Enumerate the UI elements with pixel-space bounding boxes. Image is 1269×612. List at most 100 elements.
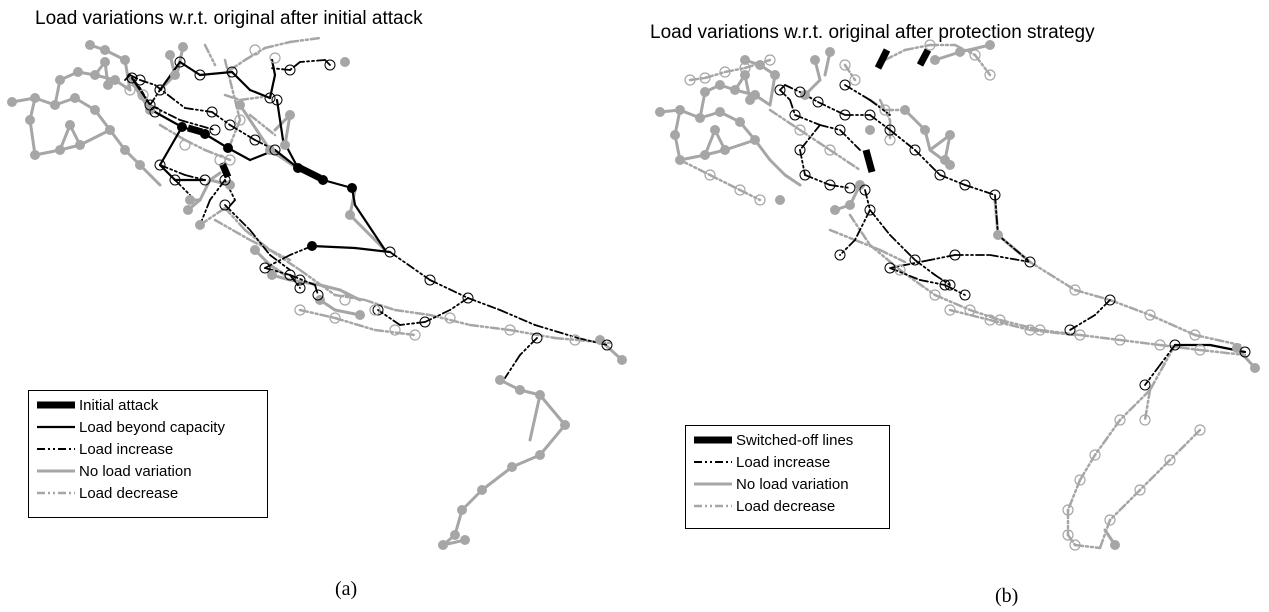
panel-b-decrease-line — [1198, 348, 1247, 357]
panel-a-g2-node — [50, 100, 60, 110]
panel-a-increase-line — [249, 229, 271, 256]
panel-b-increase-line — [1069, 314, 1096, 331]
panel-b-g22-node — [900, 105, 910, 115]
panel-b-increase-line — [939, 174, 966, 186]
panel-a-increase-line — [149, 89, 161, 106]
panel-a-b5-node — [347, 183, 357, 193]
panel-b-og24-node — [1024, 324, 1036, 336]
panel-a-beyond-line — [353, 246, 392, 254]
panel-a-og5-node — [179, 139, 191, 151]
panel-a-increase-line — [467, 297, 501, 311]
panel-b-decrease-line — [1148, 343, 1177, 392]
panel-b-decrease-line — [1108, 298, 1152, 317]
panel-b-novar-line — [768, 73, 777, 107]
panel-a-decrease-line — [288, 36, 322, 44]
panel-a-decrease-line — [298, 268, 337, 297]
panel-b-decrease-line — [768, 108, 802, 132]
panel-a-og2-8-node — [409, 329, 421, 341]
panel-a-og3-node — [249, 44, 261, 56]
panel-b-og17-node — [1154, 339, 1166, 351]
panel-a-beyond-line — [275, 98, 285, 142]
panel-a-g6-node — [55, 145, 65, 155]
panel-a-o8-node — [324, 59, 336, 71]
panel-a-decrease-line — [203, 43, 217, 67]
panel-b-increase-line — [804, 174, 831, 186]
panel-b-decrease-line — [1078, 333, 1122, 342]
panel-b-increase-line — [869, 114, 891, 131]
panel-a-og7-node — [234, 114, 246, 126]
panel-b-decrease-line — [878, 248, 907, 264]
panel-a-increase-line — [264, 267, 291, 276]
panel-b-increase-line — [854, 209, 871, 241]
panel-b-og4-node — [764, 54, 776, 66]
panel-b-increase-line — [839, 129, 861, 151]
panel-a-beyond-line — [248, 88, 272, 100]
panel-b-decrease-line — [1118, 388, 1152, 422]
panel-b-og1-node — [699, 72, 711, 84]
panel-a-o25-node — [601, 339, 613, 351]
panel-b-og19-node — [1069, 284, 1081, 296]
legend-swatch-novar — [694, 482, 732, 486]
panel-b-g11-node — [715, 80, 725, 90]
panel-a-g32-node — [617, 355, 627, 365]
panel-a-decrease-line — [373, 328, 417, 337]
panel-b-g37-node — [855, 180, 865, 190]
panel-a-increase-line — [209, 179, 226, 201]
panel-a-increase-line — [211, 111, 231, 126]
legend-a-item-decrease: Load decrease — [35, 482, 261, 504]
panel-b-g20-node — [825, 47, 835, 57]
panel-b-g29-node — [1250, 363, 1260, 373]
panel-b-og25-node — [1139, 414, 1151, 426]
panel-a-increase-line — [154, 84, 169, 96]
panel-a-g29-node — [267, 270, 277, 280]
panel-a-g27-node — [285, 110, 295, 120]
panel-b-increase-line — [944, 284, 966, 296]
panel-a-g40-node — [477, 485, 487, 495]
panel-a-o0-node — [126, 72, 138, 84]
panel-a-g19-node — [120, 55, 130, 65]
panel-a-o5-node — [226, 66, 238, 78]
panel-b-increase-line — [889, 234, 916, 261]
panel-b-og7-node — [704, 169, 716, 181]
panel-b-decrease-line — [798, 128, 832, 152]
panel-a-decrease-line — [228, 58, 247, 72]
panel-a-o7-node — [271, 94, 283, 106]
panel-b-og33-node — [1164, 454, 1176, 466]
panel-a-g35-node — [515, 385, 525, 395]
panel-b-increase-line — [1159, 344, 1176, 366]
panel-a-g1-node — [30, 93, 40, 103]
panel-a-g44-node — [460, 535, 470, 545]
panel-b-decrease-line — [723, 66, 747, 74]
panel-a-g14-node — [90, 70, 100, 80]
panel-b-o17-node — [864, 204, 876, 216]
panel-a-b4-node — [318, 175, 328, 185]
panel-a-og0-node — [124, 84, 136, 96]
panel-b-increase-line — [819, 124, 841, 131]
panel-a-g50-node — [340, 57, 350, 67]
legend-b-item-decrease: Load decrease — [692, 495, 883, 517]
panel-a-attack-line — [187, 124, 203, 136]
panel-b-o4-node — [864, 109, 876, 121]
panel-a-increase-line — [129, 74, 141, 81]
panel-a-g41-node — [457, 505, 467, 515]
panel-b-og12-node — [964, 304, 976, 316]
panel-b-o28-node — [1139, 379, 1151, 391]
panel-a-increase-line — [389, 251, 431, 281]
panel-a-increase-line — [139, 79, 156, 86]
panel-a-attack-line — [298, 164, 322, 182]
panel-a-o13-node — [269, 144, 281, 156]
panel-a-increase-line — [289, 61, 301, 71]
panel-a-novar-line — [238, 103, 272, 152]
panel-b-increase-line — [779, 89, 791, 101]
panel-a-b6-node — [307, 241, 317, 251]
legend-swatch-switched — [694, 436, 732, 444]
panel-b-og20-node — [1144, 309, 1156, 321]
panel-b-o12-node — [794, 144, 806, 156]
panel-a-decrease-line — [428, 313, 472, 327]
panel-a-g5-node — [30, 150, 40, 160]
panel-b-decrease-line — [883, 48, 907, 62]
panel-b-increase-line — [919, 279, 946, 286]
panel-a-og1-node — [137, 89, 149, 101]
panel-b-decrease-line — [1168, 428, 1202, 462]
legend-swatch-increase — [37, 448, 75, 450]
